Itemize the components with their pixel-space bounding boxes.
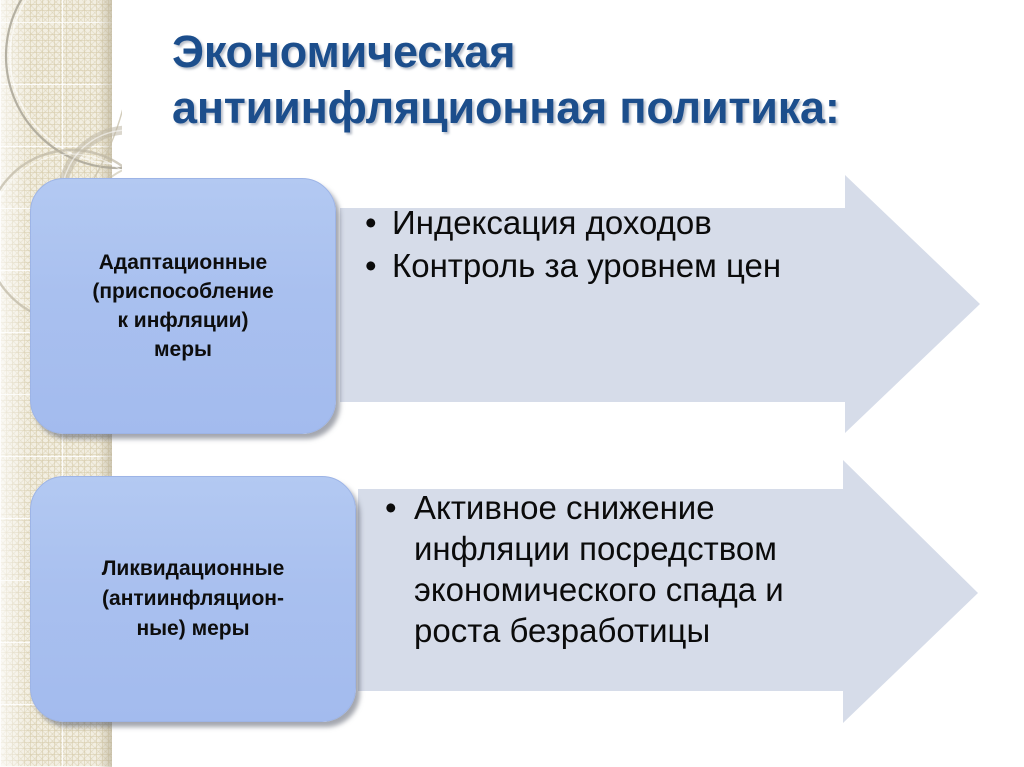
- bullet-text: Контроль за уровнем цен: [392, 247, 782, 284]
- arrow-shape-2: • Активное снижение инфляции посредством …: [358, 455, 983, 727]
- list-item: • Индексация доходов: [362, 202, 862, 243]
- bullet-icon: •: [365, 247, 377, 284]
- bullet-text: Активное снижение инфляции посредством э…: [414, 489, 784, 649]
- list-item: • Контроль за уровнем цен: [362, 245, 862, 286]
- list-item: • Активное снижение инфляции посредством …: [382, 487, 872, 651]
- arrow-2-bullet-list: • Активное снижение инфляции посредством …: [382, 487, 872, 653]
- category-box-liquidation-label: Ликвидационные (антиинфляцион- ные) меры: [101, 557, 285, 640]
- bullet-icon: •: [365, 204, 377, 241]
- bullet-text: Индексация доходов: [392, 204, 712, 241]
- arrow-1-bullet-list: • Индексация доходов • Контроль за уровнем…: [362, 202, 862, 288]
- category-box-liquidation: Ликвидационные (антиинфляцион- ные) меры: [30, 476, 356, 722]
- category-box-adaptive: Адаптационные (приспособление к инфляции…: [30, 178, 336, 434]
- slide-title: Экономическая антиинфляционная политика:: [172, 26, 840, 133]
- bullet-icon: •: [385, 489, 397, 526]
- arrow-shape-1: • Индексация доходов • Контроль за уровнем…: [340, 170, 985, 438]
- category-box-adaptive-label: Адаптационные (приспособление к инфляции…: [92, 251, 274, 361]
- band-left-highlight: [0, 0, 30, 767]
